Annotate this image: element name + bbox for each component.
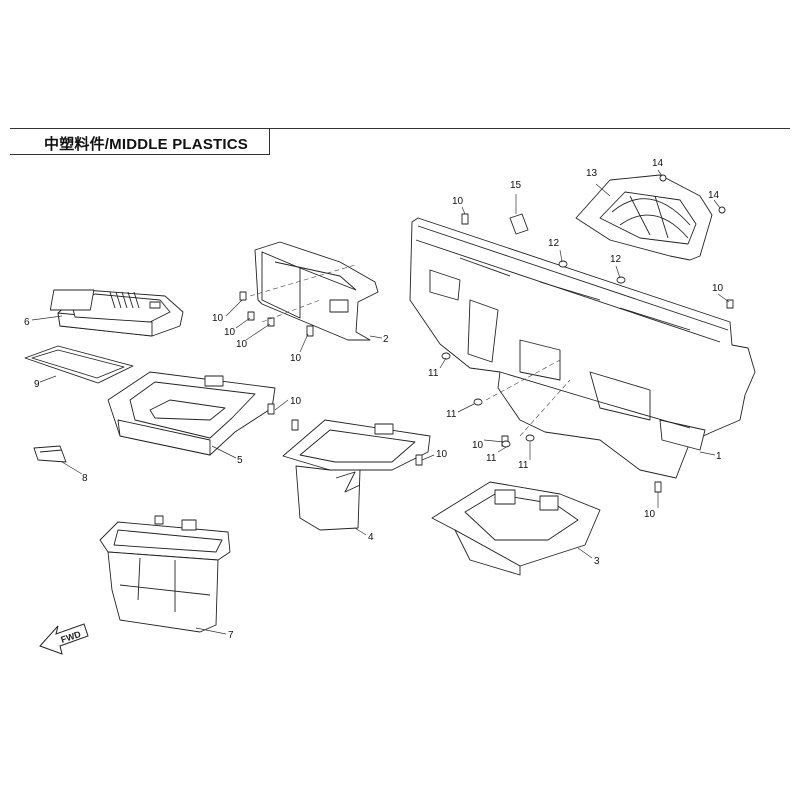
callout-10-c: 10 — [224, 327, 236, 338]
assembly-lines — [249, 264, 571, 437]
callout-12-b: 12 — [610, 254, 622, 265]
diagram-title: 中塑料件/MIDDLE PLASTICS — [44, 136, 249, 153]
callout-1: 1 — [716, 451, 722, 462]
callout-numbers: 1 2 3 4 5 6 7 8 9 10 10 10 10 10 10 10 1… — [24, 158, 724, 641]
callout-4: 4 — [368, 532, 374, 543]
callout-10-b: 10 — [212, 313, 224, 324]
part-3-floor-tray — [431, 481, 601, 576]
part-9-gasket — [24, 345, 134, 384]
part-13-cover — [575, 174, 713, 261]
part-1-rear-panel — [409, 217, 756, 479]
part-6-tray-lid — [49, 289, 184, 337]
header-rule — [10, 128, 790, 129]
callout-11-c: 11 — [486, 453, 497, 464]
callout-12-a: 12 — [548, 238, 560, 249]
callout-9: 9 — [34, 379, 40, 390]
part-2-side-panel — [254, 241, 379, 341]
callout-15: 15 — [510, 180, 522, 191]
callout-6: 6 — [24, 317, 30, 328]
title-box — [10, 128, 270, 155]
callout-5: 5 — [237, 455, 243, 466]
callout-10-g: 10 — [436, 449, 448, 460]
callout-10-d: 10 — [236, 339, 248, 350]
part-4-deep-bin — [282, 419, 431, 531]
part-8-clip — [33, 445, 67, 463]
callout-10-f: 10 — [290, 396, 302, 407]
callout-10-a: 10 — [452, 196, 464, 207]
callout-14-b: 14 — [708, 190, 720, 201]
callout-10-j: 10 — [472, 440, 484, 451]
callout-3: 3 — [594, 556, 600, 567]
callout-13: 13 — [586, 168, 598, 179]
part-15-label — [509, 213, 529, 235]
callout-11-d: 11 — [518, 460, 529, 471]
callout-2: 2 — [383, 334, 389, 345]
callout-10-e: 10 — [290, 353, 302, 364]
part-5-storage-tray — [107, 371, 276, 456]
callout-11-a: 11 — [428, 368, 439, 379]
callout-10-i: 10 — [644, 509, 656, 520]
callout-11-b: 11 — [446, 409, 457, 420]
leader-lines — [31, 169, 730, 635]
callout-14-a: 14 — [652, 158, 664, 169]
fasteners — [239, 174, 734, 493]
part-7-large-bin — [99, 515, 231, 633]
callout-10-h: 10 — [712, 283, 724, 294]
fwd-direction-arrow: FWD — [39, 623, 89, 655]
callout-8: 8 — [82, 473, 88, 484]
callout-7: 7 — [228, 630, 234, 641]
